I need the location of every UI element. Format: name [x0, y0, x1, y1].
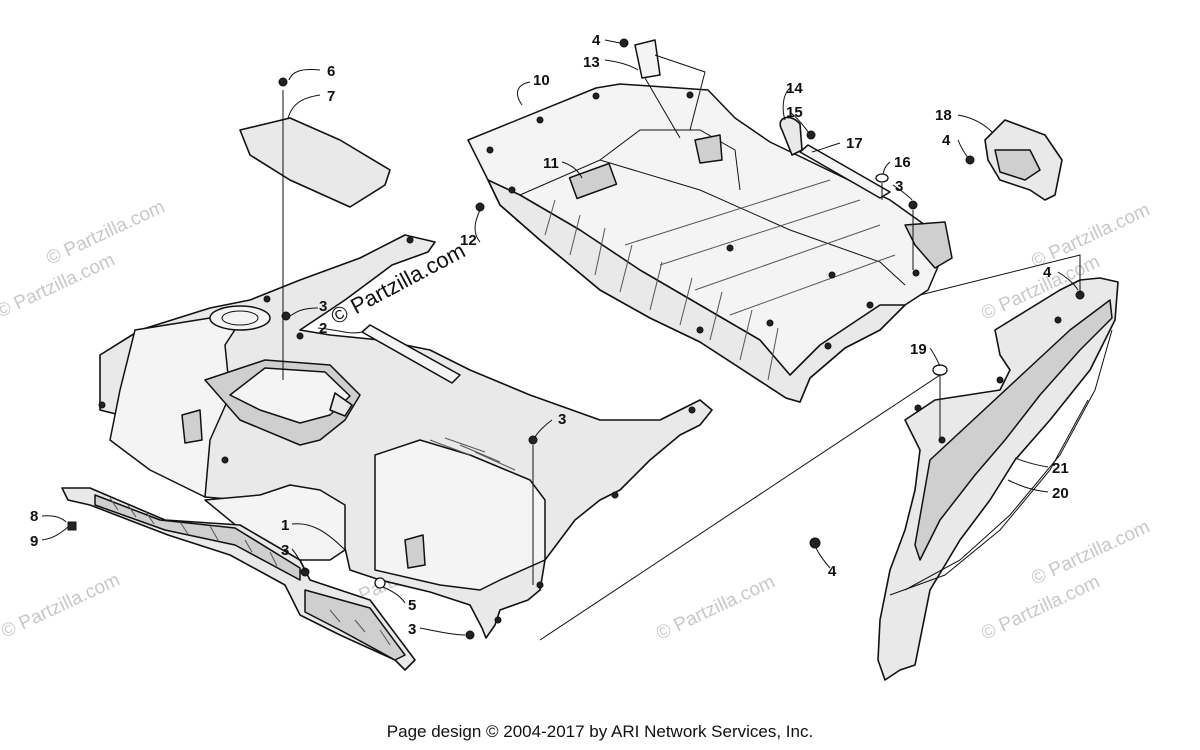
callout-1: 1 — [281, 517, 289, 534]
fasteners — [67, 38, 1085, 640]
page-footer: Page design © 2004-2017 by ARI Network S… — [386, 722, 814, 741]
callout-20: 20 — [1052, 485, 1069, 502]
callout-numbers: 6 7 3 2 12 10 4 13 11 14 15 17 16 3 18 4… — [30, 32, 1069, 638]
callout-7: 7 — [327, 88, 335, 105]
cargo-box — [467, 83, 953, 403]
callout-5: 5 — [408, 597, 416, 614]
callout-3: 3 — [895, 178, 903, 195]
clip-bracket — [779, 116, 803, 156]
callout-19: 19 — [910, 341, 927, 358]
cover-panel — [239, 117, 391, 208]
callout-10: 10 — [533, 72, 550, 89]
callout-leaders — [41, 39, 1079, 636]
bracket — [634, 39, 661, 79]
callout-2: 2 — [319, 320, 327, 337]
callout-3: 3 — [408, 621, 416, 638]
callout-14: 14 — [786, 80, 803, 97]
callout-13: 13 — [583, 54, 600, 71]
callout-6: 6 — [327, 63, 335, 80]
watermark-faint: © Partzilla.com — [653, 571, 778, 644]
callout-11: 11 — [543, 155, 559, 172]
callout-12: 12 — [460, 232, 477, 249]
side-panel — [877, 277, 1119, 681]
callout-3: 3 — [558, 411, 566, 428]
callout-21: 21 — [1052, 460, 1069, 477]
callout-16: 16 — [894, 154, 911, 171]
decal-strip — [799, 144, 891, 199]
callout-3: 3 — [319, 298, 327, 315]
callout-8: 8 — [30, 508, 38, 525]
callout-3: 3 — [281, 542, 289, 559]
callout-4: 4 — [942, 132, 951, 149]
lower-trim-grille — [61, 487, 416, 671]
callout-9: 9 — [30, 533, 38, 550]
callout-17: 17 — [846, 135, 863, 152]
decal — [361, 324, 461, 384]
watermark-faint: © Partzilla.com — [0, 569, 123, 642]
callout-4: 4 — [828, 563, 837, 580]
callout-15: 15 — [786, 104, 803, 121]
tail-light — [984, 119, 1063, 201]
assembly-lines — [282, 90, 1081, 641]
callout-18: 18 — [935, 107, 952, 124]
rear-body-panel — [98, 234, 713, 639]
callout-4: 4 — [592, 32, 601, 49]
callout-4: 4 — [1043, 264, 1052, 281]
